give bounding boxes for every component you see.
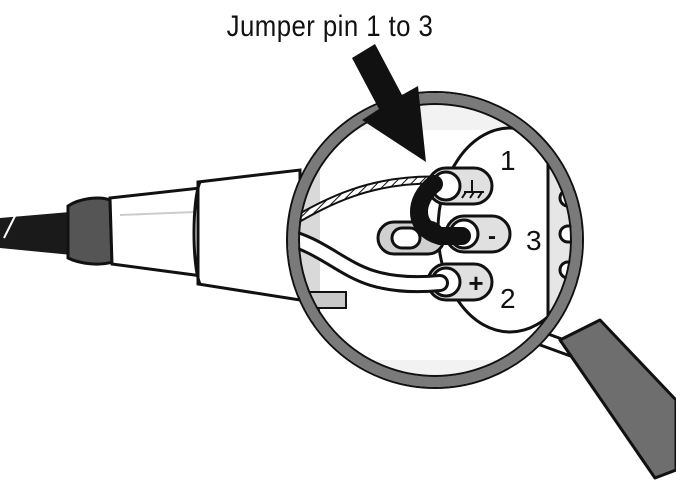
xlr-cable: [0, 212, 72, 255]
pin-3-number: 3: [526, 225, 542, 256]
caption-jumper-pin-1-to-3: Jumper pin 1 to 3: [226, 10, 434, 43]
magnifier-lens: [286, 91, 584, 389]
jumper-wire: [410, 175, 471, 245]
arrow-icon: [352, 44, 426, 162]
pin-2-symbol: +: [468, 268, 483, 298]
pin-1-number: 1: [500, 145, 516, 176]
pin-2-number: 2: [500, 283, 516, 314]
ground-icon: [461, 180, 484, 199]
pin-3-symbol: -: [488, 223, 496, 250]
cable-boot: [66, 186, 204, 278]
magnifier-handle: [532, 318, 676, 480]
xlr-shell: [192, 168, 302, 302]
